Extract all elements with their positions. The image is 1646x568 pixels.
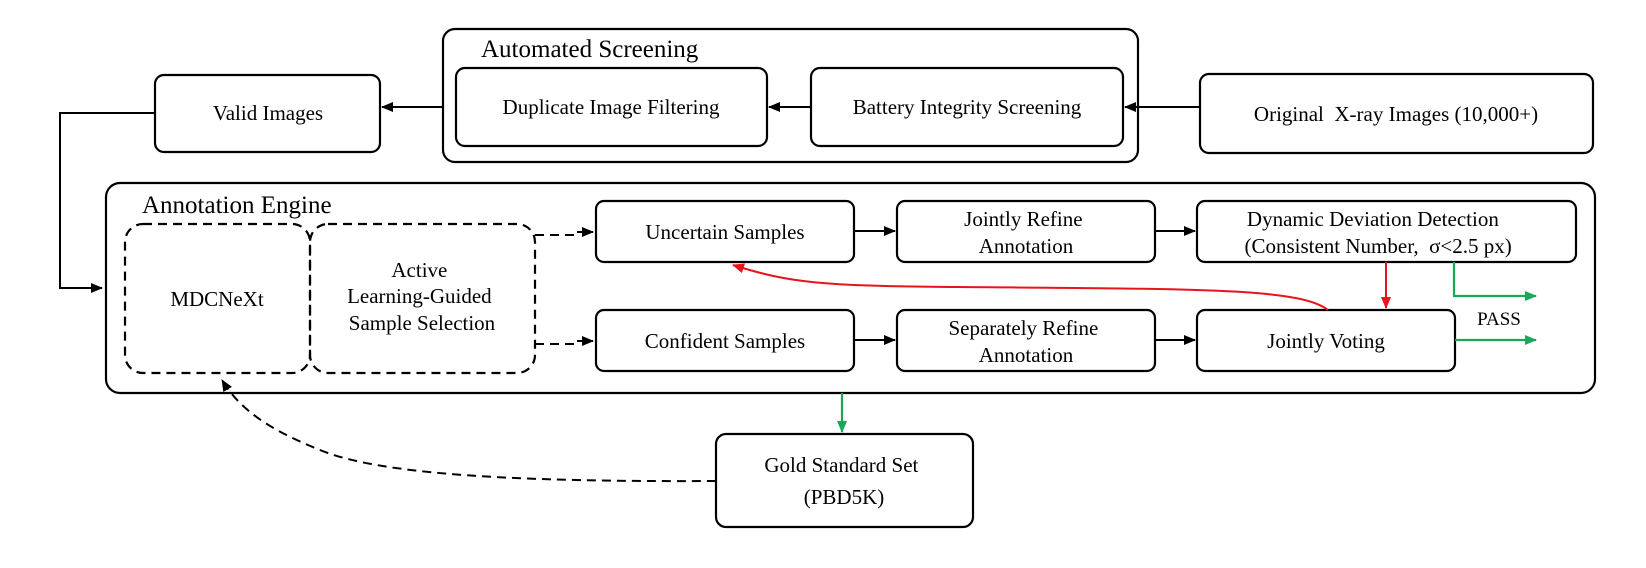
active-learning-label: Active Learning-Guided Sample Selection xyxy=(347,258,497,335)
active-learning-line-1: Active xyxy=(391,258,447,282)
mdcnext-label: MDCNeXt xyxy=(170,287,263,311)
arrow-deviation-pass xyxy=(1452,262,1537,301)
separately-refine-line-1: Separately Refine xyxy=(948,316,1098,340)
arrow-voting-back-to-uncertain xyxy=(732,263,1329,311)
gold-standard-line-1: Gold Standard Set xyxy=(764,453,918,477)
arrow-valid-to-engine xyxy=(59,112,155,293)
pass-label: PASS xyxy=(1477,309,1521,330)
uncertain-samples-label: Uncertain Samples xyxy=(645,220,804,244)
gold-standard-node xyxy=(714,432,975,529)
active-learning-line-2: Learning-Guided xyxy=(347,284,492,308)
deviation-detection-line-2: (Consistent Number, σ<2.5 px) xyxy=(1244,234,1511,258)
gold-standard-label: Gold Standard Set (PBD5K) xyxy=(764,453,923,509)
active-learning-line-3: Sample Selection xyxy=(349,311,496,335)
separately-refine-label: Separately Refine Annotation xyxy=(948,316,1103,367)
confident-samples-label: Confident Samples xyxy=(645,329,805,353)
jointly-voting-label: Jointly Voting xyxy=(1267,329,1385,353)
duplicate-filtering-label: Duplicate Image Filtering xyxy=(503,95,720,119)
deviation-detection-label: Dynamic Deviation Detection (Consistent … xyxy=(0,0,1528,258)
valid-images-label: Valid Images xyxy=(213,101,323,125)
arrow-gold-standard-to-mdcnext xyxy=(221,379,717,483)
active-learning-node xyxy=(308,222,537,375)
duplicate-filtering-node xyxy=(454,66,769,148)
jointly-refine-line-1: Jointly Refine xyxy=(964,207,1082,231)
original-images-node xyxy=(1198,72,1595,155)
arrow-to-uncertain xyxy=(535,227,594,237)
arrow-to-confident xyxy=(535,336,594,346)
annotation-engine-title: Annotation Engine xyxy=(142,192,332,219)
jointly-refine-label: Jointly Refine Annotation xyxy=(964,207,1088,258)
jointly-refine-line-2: Annotation xyxy=(979,234,1074,258)
separately-refine-line-2: Annotation xyxy=(979,343,1074,367)
original-images-label: Original X-ray Images (10,000+) xyxy=(1254,102,1538,126)
gold-standard-line-2: (PBD5K) xyxy=(804,485,885,509)
battery-screening-label: Battery Integrity Screening xyxy=(853,95,1082,119)
automated-screening-title: Automated Screening xyxy=(481,36,699,63)
deviation-detection-line-1: Dynamic Deviation Detection xyxy=(1247,207,1499,231)
